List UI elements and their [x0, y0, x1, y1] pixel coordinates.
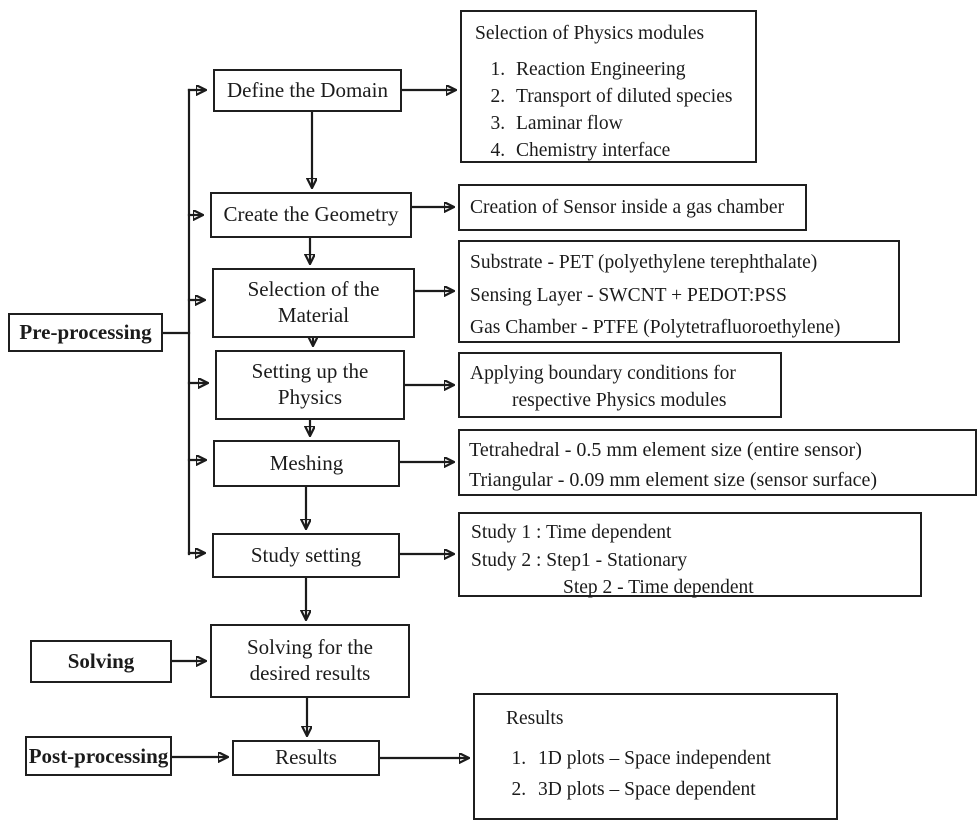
- step-create-geometry: Create the Geometry: [210, 192, 412, 238]
- study-line: Study 1 : Time dependent: [471, 522, 672, 543]
- step-meshing-label: Meshing: [269, 450, 344, 475]
- stage-pre-processing-label: Pre-processing: [19, 320, 152, 344]
- physics-module-item: Laminar flow: [510, 110, 755, 137]
- detail-results: Results 1D plots – Space independent3D p…: [473, 693, 838, 820]
- study-line: Step 2 - Time dependent: [563, 577, 754, 598]
- physics-module-item: Reaction Engineering: [510, 56, 755, 83]
- boundary-condition-line: respective Physics modules: [512, 390, 727, 411]
- step-setup-physics: Setting up the Physics: [215, 350, 405, 420]
- step-solving-results-label: Solving for the desired results: [247, 635, 373, 685]
- results-detail-list: 1D plots – Space independent3D plots – S…: [475, 743, 836, 805]
- material-line: Sensing Layer - SWCNT + PEDOT:PSS: [470, 284, 787, 306]
- material-line: Substrate - PET (polyethylene terephthal…: [470, 252, 818, 273]
- boundary-condition-line: Applying boundary conditions for: [470, 363, 736, 384]
- step-meshing: Meshing: [213, 440, 400, 487]
- stage-solving: Solving: [30, 640, 172, 683]
- step-define-domain: Define the Domain: [213, 69, 402, 112]
- physics-module-item: Transport of diluted species: [510, 83, 755, 110]
- geometry-detail-text: Creation of Sensor inside a gas chamber: [470, 196, 785, 218]
- step-setup-physics-label: Setting up the Physics: [251, 359, 369, 409]
- step-define-domain-label: Define the Domain: [227, 77, 388, 102]
- material-line: Gas Chamber - PTFE (Polytetrafluoroethyl…: [470, 317, 841, 338]
- detail-mesh: Tetrahedral - 0.5 mm element size (entir…: [458, 429, 977, 496]
- detail-boundary-conditions: Applying boundary conditions for respecti…: [458, 352, 782, 418]
- detail-geometry: Creation of Sensor inside a gas chamber: [458, 184, 807, 231]
- results-detail-title: Results: [506, 708, 564, 729]
- step-select-material-label: Selection of the Material: [247, 277, 380, 327]
- results-item: 3D plots – Space dependent: [531, 774, 836, 805]
- step-solving-results: Solving for the desired results: [210, 624, 410, 698]
- physics-modules-title: Selection of Physics modules: [475, 23, 705, 44]
- stage-post-processing-label: Post-processing: [28, 743, 169, 768]
- physics-module-item: Chemistry interface: [510, 137, 755, 164]
- step-study-setting-label: Study setting: [250, 542, 362, 567]
- stage-pre-processing: Pre-processing: [8, 313, 163, 352]
- mesh-line: Triangular - 0.09 mm element size (senso…: [469, 469, 878, 491]
- step-results-label: Results: [275, 745, 337, 770]
- study-line: Study 2 : Step1 - Stationary: [471, 549, 688, 571]
- detail-physics-modules: Selection of Physics modules Reaction En…: [460, 10, 757, 163]
- results-item: 1D plots – Space independent: [531, 743, 836, 774]
- step-results: Results: [232, 740, 380, 776]
- detail-materials: Substrate - PET (polyethylene terephthal…: [458, 240, 900, 343]
- step-study-setting: Study setting: [212, 533, 400, 578]
- physics-modules-list: Reaction EngineeringTransport of diluted…: [462, 56, 755, 164]
- step-select-material: Selection of the Material: [212, 268, 415, 338]
- stage-post-processing: Post-processing: [25, 736, 172, 776]
- mesh-line: Tetrahedral - 0.5 mm element size (entir…: [469, 439, 862, 461]
- stage-solving-label: Solving: [67, 649, 135, 673]
- step-create-geometry-label: Create the Geometry: [223, 202, 399, 227]
